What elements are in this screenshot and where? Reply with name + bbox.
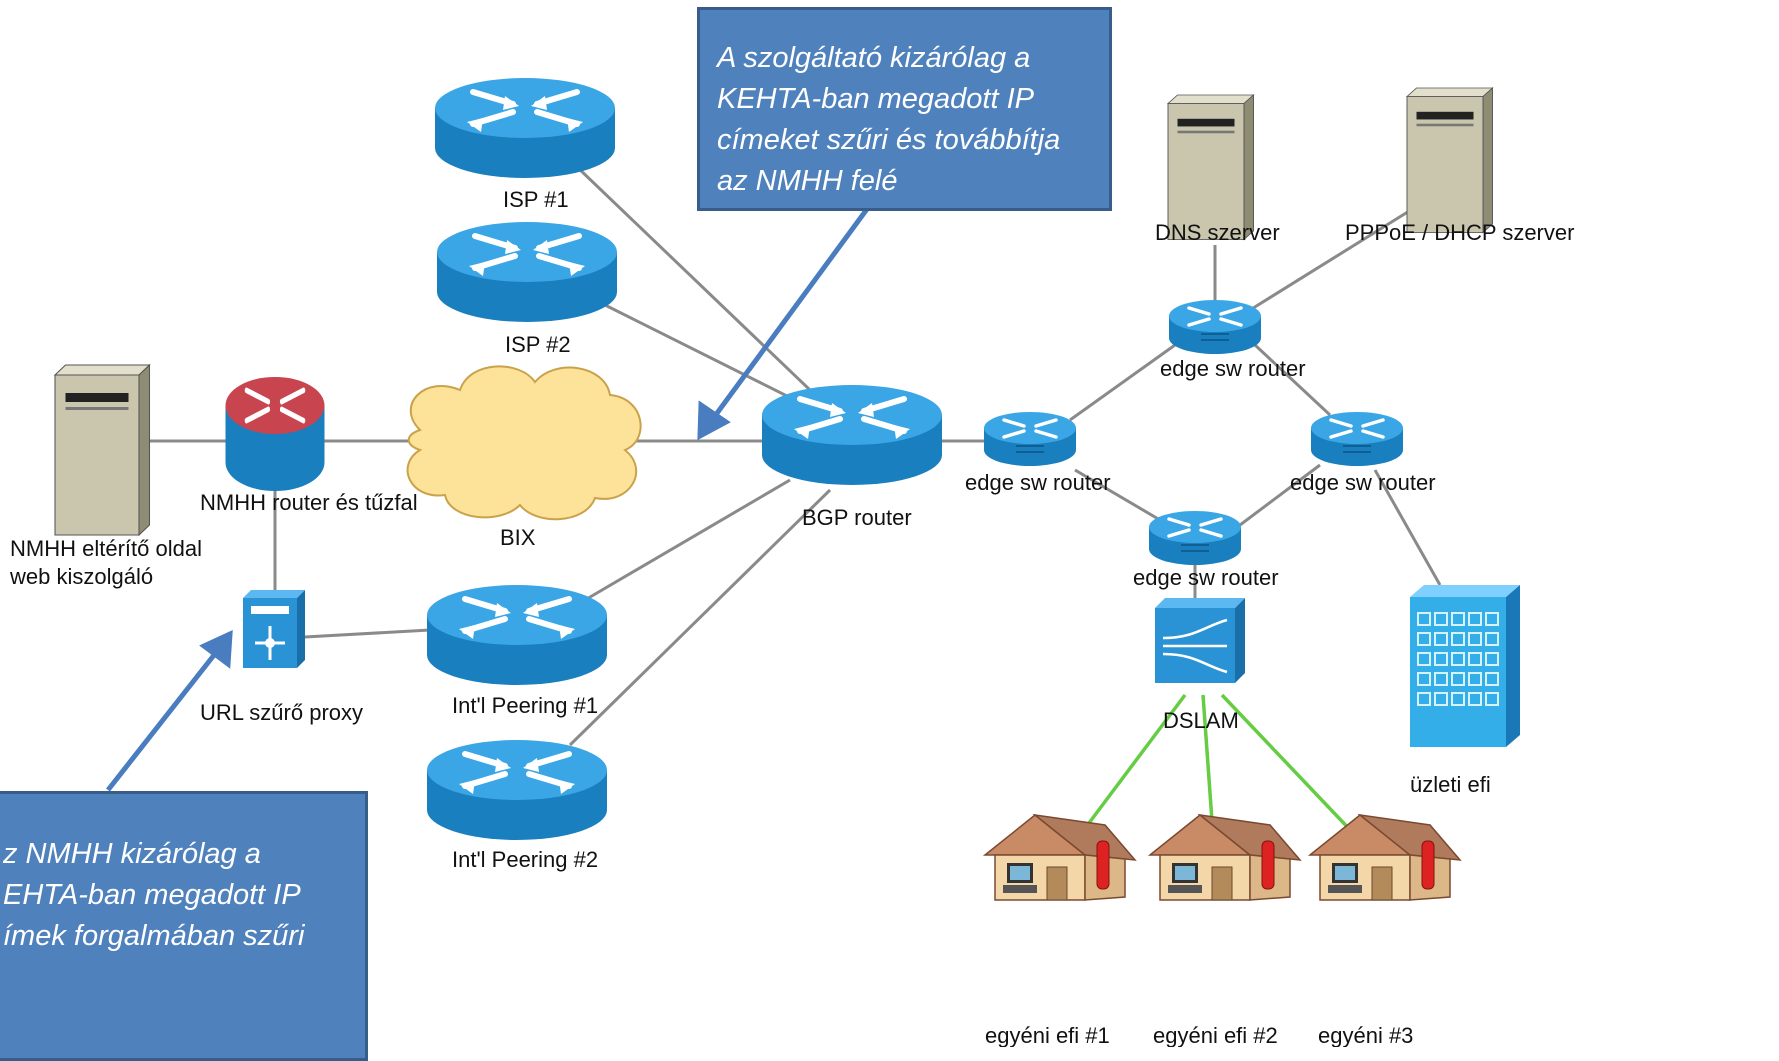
link-edge-right-business [1373, 469, 1442, 586]
building-window [1434, 632, 1448, 646]
dsl-link-home3 [1220, 693, 1357, 837]
edge-bottom-label: edge sw router [1133, 565, 1279, 590]
building-window [1417, 692, 1431, 706]
nmhh-router-label: NMHH router és tűzfal [200, 490, 418, 515]
dns-server [1167, 94, 1254, 240]
building-window [1485, 692, 1499, 706]
building-window [1485, 672, 1499, 686]
home1-label: egyéni efi #1 [985, 1023, 1110, 1047]
bix-label: BIX [500, 525, 536, 550]
link-proxy-peering1 [304, 628, 431, 639]
link-isp2-bgp [604, 303, 806, 407]
dslam-label: DSLAM [1163, 708, 1239, 733]
nmhh-firewall-router [225, 377, 325, 491]
peering2-label: Int'l Peering #2 [452, 847, 598, 872]
building-window [1468, 632, 1482, 646]
building-window [1468, 672, 1482, 686]
building-window [1451, 632, 1465, 646]
building-window [1417, 612, 1431, 626]
top-callout-arrowhead [697, 400, 731, 441]
building-window [1468, 612, 1482, 626]
dsl-link-home1 [1078, 693, 1187, 837]
edge-router-bottom [1147, 509, 1243, 567]
bottom-callout-line-2: EHTA-ban megadott IP [3, 879, 301, 911]
home-subscriber-3 [1309, 814, 1461, 901]
peering1-router [427, 585, 607, 685]
building-window [1417, 672, 1431, 686]
bottom-callout-arrow [106, 648, 220, 792]
link-pppoe-edge-top [1249, 193, 1436, 312]
edge-right-label: edge sw router [1290, 470, 1436, 495]
link-edge-left-edge-bottom [1074, 468, 1161, 522]
bottom-callout-box: z NMHH kizárólag a EHTA-ban megadott IP … [0, 791, 368, 1061]
bottom-callout-line-3: ímek forgalmában szűri [3, 920, 305, 952]
link-isp1-bgp [573, 163, 812, 392]
peering2-router [427, 740, 607, 840]
edge-router-top [1167, 298, 1263, 356]
url-filter-proxy [243, 590, 305, 668]
top-callout-line-2: KEHTA-ban megadott IP [717, 83, 1035, 115]
nmhh-server-label-line1: NMHH eltérítő oldal [10, 536, 202, 561]
link-edge-left-edge-top [1069, 343, 1176, 422]
building-window [1451, 652, 1465, 666]
home2-label: egyéni efi #2 [1153, 1023, 1278, 1047]
building-window [1417, 632, 1431, 646]
isp2-label: ISP #2 [505, 332, 571, 357]
bottom-callout-line-1: z NMHH kizárólag a [3, 838, 261, 870]
business-building [1410, 585, 1520, 747]
pppoe-dhcp-server [1406, 87, 1493, 233]
building-window [1451, 612, 1465, 626]
peering1-label: Int'l Peering #1 [452, 693, 598, 718]
building-window [1434, 692, 1448, 706]
building-window [1434, 612, 1448, 626]
edge-left-label: edge sw router [965, 470, 1111, 495]
top-callout-box: A szolgáltató kizárólag a KEHTA-ban mega… [697, 7, 1112, 211]
top-callout-line-1: A szolgáltató kizárólag a [717, 42, 1031, 74]
top-callout-arrow [709, 203, 873, 422]
link-peering2-bgp [568, 488, 832, 747]
edge-router-right [1309, 410, 1405, 468]
building-window [1417, 652, 1431, 666]
dns-server-label: DNS szerver [1155, 220, 1280, 245]
edge-top-label: edge sw router [1160, 356, 1306, 381]
bottom-callout-arrowhead [199, 629, 233, 669]
building-window [1434, 672, 1448, 686]
link-edge-top-edge-right [1253, 343, 1332, 417]
link-peering1-bgp [584, 478, 791, 602]
bix-cloud [406, 365, 642, 521]
pppoe-server-label: PPPoE / DHCP szerver [1345, 220, 1574, 245]
building-window [1485, 652, 1499, 666]
isp2-router [437, 222, 617, 322]
building-window [1485, 612, 1499, 626]
nmhh-server-label-line2: web kiszolgáló [9, 564, 153, 589]
home3-label: egyéni #3 [1318, 1023, 1413, 1047]
building-window [1451, 672, 1465, 686]
business-label: üzleti efi [1410, 772, 1491, 797]
dslam-device [1155, 598, 1245, 683]
nmhh-web-server [54, 364, 151, 536]
building-window [1468, 692, 1482, 706]
building-window [1451, 692, 1465, 706]
edge-router-left [982, 410, 1078, 468]
isp1-router [435, 78, 615, 178]
building-window [1468, 652, 1482, 666]
home-subscriber-2 [1149, 814, 1301, 901]
dsl-link-home2 [1201, 694, 1215, 836]
home-subscriber-1 [984, 814, 1136, 901]
top-callout-line-3: címeket szűri és továbbítja [717, 124, 1061, 156]
top-callout-line-4: az NMHH felé [717, 165, 898, 197]
building-window [1485, 632, 1499, 646]
bgp-router-label: BGP router [802, 505, 912, 530]
url-proxy-label: URL szűrő proxy [200, 700, 363, 725]
isp1-label: ISP #1 [503, 187, 569, 212]
link-edge-right-edge-bottom [1239, 463, 1321, 527]
bgp-router [762, 385, 942, 485]
building-window [1434, 652, 1448, 666]
